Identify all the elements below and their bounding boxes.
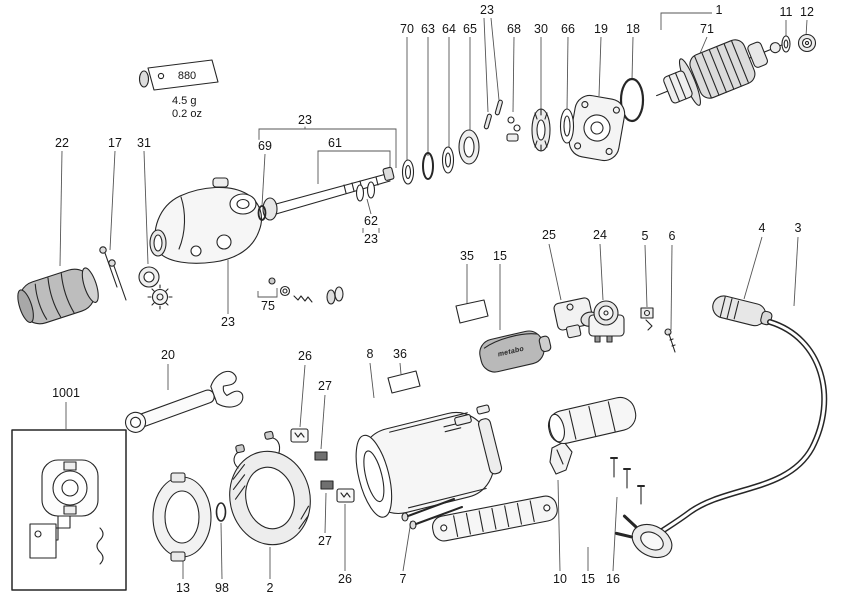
part-callout: 27 (317, 378, 333, 393)
part-callout: 23 (479, 2, 495, 17)
part-o-ring-63 (422, 152, 434, 180)
part-bearing-sleeve-65 (458, 129, 480, 165)
part-callout: 5 (640, 228, 650, 243)
part-gear-housing (149, 177, 263, 264)
part-clip-set-68 (506, 116, 521, 142)
part-callout: 98 (214, 580, 230, 595)
part-callout: 6 (667, 228, 677, 243)
part-bearing-12 (797, 33, 817, 53)
part-callout: 15 (492, 248, 508, 263)
part-callout: 22 (54, 135, 70, 150)
grease-code-label: 880 (177, 69, 197, 82)
part-lever-10 (549, 441, 573, 475)
part-washer-64 (441, 146, 455, 174)
part-callout: 25 (541, 227, 557, 242)
part-armature-1 (656, 39, 786, 106)
part-grease-tube-880 (138, 59, 219, 91)
part-callout: 31 (136, 135, 152, 150)
part-callout: 8 (365, 346, 375, 361)
part-pins-23 (483, 99, 503, 130)
part-washer-66 (559, 108, 575, 144)
part-callout: 11 (778, 4, 794, 19)
part-screw-6 (664, 328, 676, 353)
part-cable-sleeve-4 (712, 295, 773, 327)
part-service-kit-1001 (11, 429, 127, 591)
part-bearing-flange-19 (568, 94, 626, 162)
part-handle-shell-15 (547, 396, 637, 445)
part-plug (614, 514, 673, 559)
part-screws-16 (610, 457, 645, 505)
part-callout: 15 (580, 571, 596, 586)
part-callout: 17 (107, 135, 123, 150)
part-callout: 7 (398, 571, 408, 586)
part-fan-30 (531, 108, 551, 152)
part-motor-housing-8 (355, 411, 503, 518)
part-callout: 2 (265, 580, 275, 595)
part-grip-22 (17, 267, 99, 325)
part-callout: 26 (297, 348, 313, 363)
part-callout: 36 (392, 346, 408, 361)
part-label-36 (387, 370, 421, 394)
part-bearing-gear-31 (138, 266, 173, 310)
part-wrench-20 (124, 370, 244, 433)
part-callout: 61 (327, 135, 343, 150)
part-callout: 3 (793, 220, 803, 235)
part-callout: 75 (260, 298, 276, 313)
part-callout: 23 (363, 231, 379, 246)
part-clamp-5 (640, 307, 654, 331)
part-small-parts-75 (268, 277, 344, 305)
part-label-35 (455, 299, 489, 324)
part-brushes-26-27 (290, 428, 355, 503)
part-screws-7 (401, 498, 463, 530)
part-callout: 27 (317, 533, 333, 548)
part-callout: 68 (506, 21, 522, 36)
part-callout: 71 (699, 21, 715, 36)
part-callout: 12 (799, 4, 815, 19)
part-callout: 1001 (51, 385, 81, 400)
part-callout: 64 (441, 21, 457, 36)
part-o-ring-69 (257, 205, 267, 221)
part-callout: 16 (605, 571, 621, 586)
part-screws-17 (99, 246, 127, 301)
part-callout: 23 (220, 314, 236, 329)
part-switch-cover-15 (479, 330, 552, 373)
part-washers-62 (355, 181, 376, 202)
part-bearing-cover-13 (152, 472, 212, 562)
part-callout: 20 (160, 347, 176, 362)
part-callout: 66 (560, 21, 576, 36)
part-switch-plunger (454, 404, 490, 426)
part-washer-11 (781, 35, 791, 53)
part-callout: 4 (757, 220, 767, 235)
part-callout: 30 (533, 21, 549, 36)
part-callout: 23 (297, 112, 313, 127)
part-bottom-plate-15 (432, 495, 558, 542)
part-o-ring-18 (619, 77, 645, 123)
part-electronics-24 (588, 300, 625, 343)
part-callout: 18 (625, 21, 641, 36)
part-callout: 70 (399, 21, 415, 36)
grease-weight-imperial-label: 0.2 oz (172, 108, 202, 120)
part-callout: 19 (593, 21, 609, 36)
part-callout: 63 (420, 21, 436, 36)
part-cable-3 (656, 319, 828, 536)
leader-lines (59, 12, 808, 580)
part-callout: 65 (462, 21, 478, 36)
part-callout: 26 (337, 571, 353, 586)
part-callout: 10 (552, 571, 568, 586)
part-field-coil-2 (229, 430, 311, 546)
part-callout: 62 (363, 213, 379, 228)
part-callout: 1 (714, 2, 724, 17)
part-callout: 69 (257, 138, 273, 153)
part-washer-70 (401, 159, 415, 185)
grease-weight-metric-label: 4.5 g (172, 95, 197, 107)
part-callout: 35 (459, 248, 475, 263)
part-callout: 13 (175, 580, 191, 595)
part-o-ring-98 (215, 502, 227, 522)
part-callout: 24 (592, 227, 608, 242)
